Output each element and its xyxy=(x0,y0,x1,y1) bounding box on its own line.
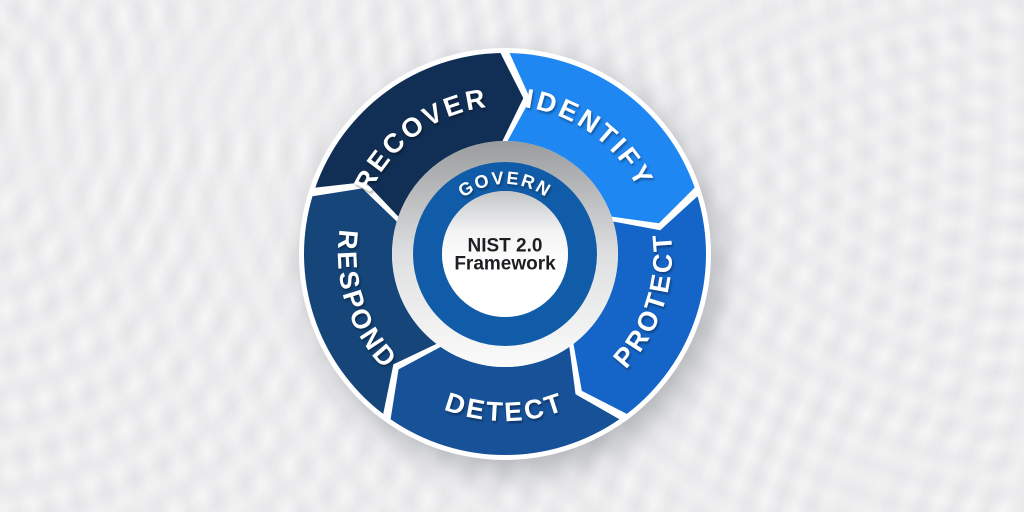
center-title-line2: Framework xyxy=(454,254,556,275)
segment-respond xyxy=(304,188,437,414)
segment-identify xyxy=(507,53,695,224)
center-title-line1: NIST 2.0 xyxy=(468,236,543,257)
center-circle xyxy=(442,191,568,317)
govern-ring xyxy=(413,162,597,346)
segment-detect xyxy=(390,346,620,456)
segment-recover xyxy=(315,53,524,217)
segment-protect xyxy=(573,196,706,414)
